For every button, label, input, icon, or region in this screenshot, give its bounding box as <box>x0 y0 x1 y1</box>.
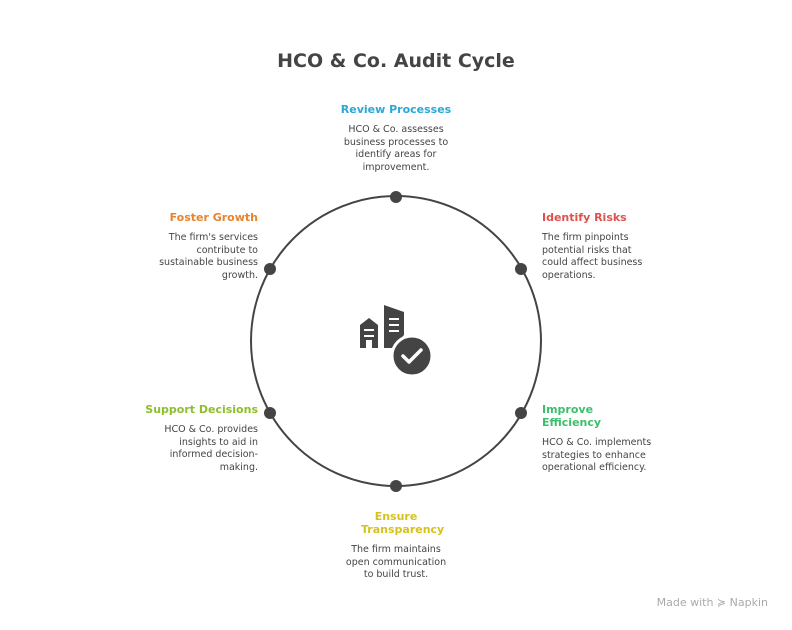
step-text: The firm pinpoints potential risks that … <box>542 232 643 281</box>
step-text: HCO & Co. assesses business processes to… <box>343 124 449 173</box>
node-dot-transparency <box>390 480 402 492</box>
step-text: HCO & Co. implements strategies to enhan… <box>542 437 652 473</box>
step-title: Foster Growth <box>169 211 258 224</box>
node-dot-efficiency <box>515 407 527 419</box>
step-identify-risks: Identify Risks The firm pinpoints potent… <box>542 211 657 282</box>
step-support-decisions: Support Decisions HCO & Co. provides ins… <box>108 403 258 474</box>
node-dot-decisions <box>264 407 276 419</box>
step-title: Identify Risks <box>542 211 627 224</box>
step-ensure-transparency: Ensure Transparency The firm maintains o… <box>321 510 471 582</box>
step-title: Ensure Transparency <box>361 510 445 536</box>
step-text: HCO & Co. provides insights to aid in in… <box>164 424 258 473</box>
node-dot-growth <box>264 263 276 275</box>
diagram-title: HCO & Co. Audit Cycle <box>277 50 515 72</box>
building-check-icon <box>360 305 434 378</box>
step-text: The firm maintains open communication to… <box>345 544 447 580</box>
node-dot-risks <box>515 263 527 275</box>
step-title: Improve Efficiency <box>542 403 602 429</box>
step-improve-efficiency: Improve Efficiency HCO & Co. implements … <box>542 403 657 475</box>
step-review-processes: Review Processes HCO & Co. assesses busi… <box>321 103 471 174</box>
step-text: The firm's services contribute to sustai… <box>159 232 258 281</box>
node-dot-review <box>390 191 402 203</box>
step-foster-growth: Foster Growth The firm's services contri… <box>108 211 258 282</box>
step-title: Review Processes <box>340 103 452 116</box>
napkin-watermark: Made with ≽ Napkin <box>656 596 768 609</box>
step-title: Support Decisions <box>145 403 258 416</box>
